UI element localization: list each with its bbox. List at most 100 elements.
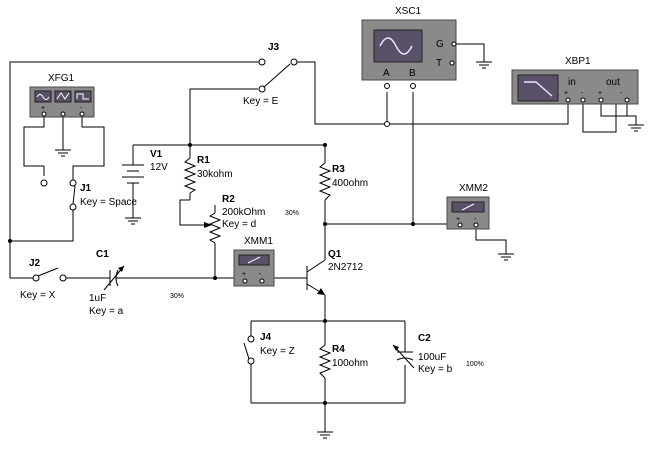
xmm1-minus-label: - <box>259 271 262 278</box>
j1-key: Key = Space <box>80 197 137 208</box>
c1-value: 1uF <box>89 293 106 304</box>
c2-name: C2 <box>418 333 431 344</box>
function-generator-xfg1[interactable]: XFG1 + - <box>29 73 95 118</box>
j4-key: Key = Z <box>260 346 295 357</box>
ground-icon <box>476 61 492 69</box>
wire-crossover-marker <box>384 121 390 127</box>
c2-key: Key = b <box>418 364 453 375</box>
j1-name: J1 <box>80 183 92 194</box>
xbp1-out-plus-pin[interactable] <box>598 97 604 103</box>
xbp1-in-label: in <box>568 77 576 88</box>
ground-icon <box>55 149 71 157</box>
xbp1-out-label: out <box>606 77 620 88</box>
xfg1-minus-pin[interactable] <box>79 111 85 117</box>
ground-icon <box>317 431 333 439</box>
xmm1-name: XMM1 <box>244 236 273 247</box>
xmm2-minus-label: - <box>474 216 477 223</box>
xmm1-minus-pin[interactable] <box>259 278 265 284</box>
xfg1-minus-label: - <box>80 105 83 112</box>
xmm2-name: XMM2 <box>459 183 488 194</box>
xbp1-in-minus-pin[interactable] <box>580 97 586 103</box>
c1-key: Key = a <box>89 306 124 317</box>
xfg1-plus-pin[interactable] <box>41 111 47 117</box>
transistor-q1[interactable]: Q1 2N2712 <box>306 249 363 296</box>
xbp1-in-plus-label: + <box>564 90 568 97</box>
oscilloscope-screen <box>373 29 423 63</box>
switch-j4[interactable]: J4 Key = Z <box>243 332 295 365</box>
r2-value: 200kOhm <box>222 207 265 218</box>
bode-plotter-xbp1[interactable]: XBP1 in out + - + - <box>511 56 639 105</box>
xbp1-out-minus-pin[interactable] <box>624 97 630 103</box>
r3-name: R3 <box>332 164 345 175</box>
variable-capacitor-c2[interactable]: C2 100uF Key = b 100% <box>392 333 484 375</box>
xsc1-pin-g-label: G <box>436 39 444 50</box>
xmm1-plus-pin[interactable] <box>242 278 248 284</box>
c2-percent: 100% <box>466 361 484 368</box>
variable-capacitor-c1[interactable]: C1 1uF Key = a 30% <box>89 249 184 317</box>
j2-key: Key = X <box>20 290 56 301</box>
xmm1-plus-label: + <box>242 271 246 278</box>
j2-name: J2 <box>29 258 41 269</box>
xsc1-pin-a[interactable] <box>384 83 390 89</box>
c1-percent: 30% <box>170 293 184 300</box>
xbp1-in-plus-pin[interactable] <box>565 97 571 103</box>
multimeter-xmm1[interactable]: XMM1 + - <box>233 236 275 287</box>
r2-percent: 30% <box>285 210 299 217</box>
oscilloscope-xsc1[interactable]: XSC1 G T A B <box>361 6 457 89</box>
xmm2-plus-label: + <box>456 216 460 223</box>
r4-name: R4 <box>332 344 345 355</box>
resistor-r3[interactable]: R3 400ohm <box>318 162 368 201</box>
variable-arrow-icon <box>393 345 399 351</box>
c2-value: 100uF <box>418 352 446 363</box>
r2-name: R2 <box>222 194 235 205</box>
ground-icon <box>125 217 141 225</box>
xsc1-pin-t[interactable] <box>449 60 455 66</box>
v1-value: 12V <box>150 162 168 173</box>
xsc1-pin-a-label: A <box>383 68 390 79</box>
potentiometer-r2[interactable]: R2 200kOhm Key = d 30% <box>204 194 299 244</box>
lowpass-curve-icon <box>524 81 553 97</box>
r2-key: Key = d <box>222 219 256 230</box>
c1-name: C1 <box>96 249 109 260</box>
xfg1-name: XFG1 <box>48 73 75 84</box>
sine-wave-icon <box>379 37 413 55</box>
xbp1-out-plus-label: + <box>598 90 602 97</box>
xbp1-in-minus-label: - <box>581 90 584 97</box>
battery-v1[interactable]: V1 12V <box>122 149 168 190</box>
resistor-r1[interactable]: R1 30kohm <box>183 155 233 194</box>
switch-j1[interactable]: J1 Key = Space <box>40 179 137 211</box>
xbp1-name: XBP1 <box>565 56 591 67</box>
xsc1-pin-g[interactable] <box>451 41 457 47</box>
switch-j2[interactable]: J2 Key = X <box>20 258 67 301</box>
xfg1-com-pin[interactable] <box>60 111 66 117</box>
r4-value: 100ohm <box>332 358 368 369</box>
wiper-arrow-icon <box>204 222 212 228</box>
variable-arrow-icon <box>118 266 124 272</box>
xsc1-pin-b-label: B <box>409 68 416 79</box>
j4-name: J4 <box>260 332 272 343</box>
resistor-r4[interactable]: R4 100ohm <box>318 344 368 379</box>
j3-name: J3 <box>268 42 280 53</box>
multimeter-xmm2[interactable]: XMM2 + - <box>446 183 490 230</box>
r1-value: 30kohm <box>197 169 233 180</box>
junction-dots <box>8 143 415 405</box>
xsc1-pin-b[interactable] <box>410 83 416 89</box>
xmm2-plus-pin[interactable] <box>457 222 463 228</box>
xsc1-pin-t-label: T <box>436 58 442 69</box>
emitter-arrow-icon <box>317 288 325 295</box>
q1-model: 2N2712 <box>328 262 363 273</box>
switch-j3[interactable]: J3 Key = E <box>243 42 298 107</box>
v1-name: V1 <box>150 149 163 160</box>
ground-icon <box>628 124 644 132</box>
r1-name: R1 <box>197 155 210 166</box>
j3-key: Key = E <box>243 96 279 107</box>
r3-value: 400ohm <box>332 178 368 189</box>
bode-plotter-screen <box>517 74 559 102</box>
xbp1-out-minus-label: - <box>620 90 623 97</box>
q1-name: Q1 <box>328 249 342 260</box>
ground-icon <box>498 253 514 261</box>
xmm2-minus-pin[interactable] <box>473 222 479 228</box>
xsc1-name: XSC1 <box>395 6 422 17</box>
xfg1-plus-label: + <box>41 105 45 112</box>
